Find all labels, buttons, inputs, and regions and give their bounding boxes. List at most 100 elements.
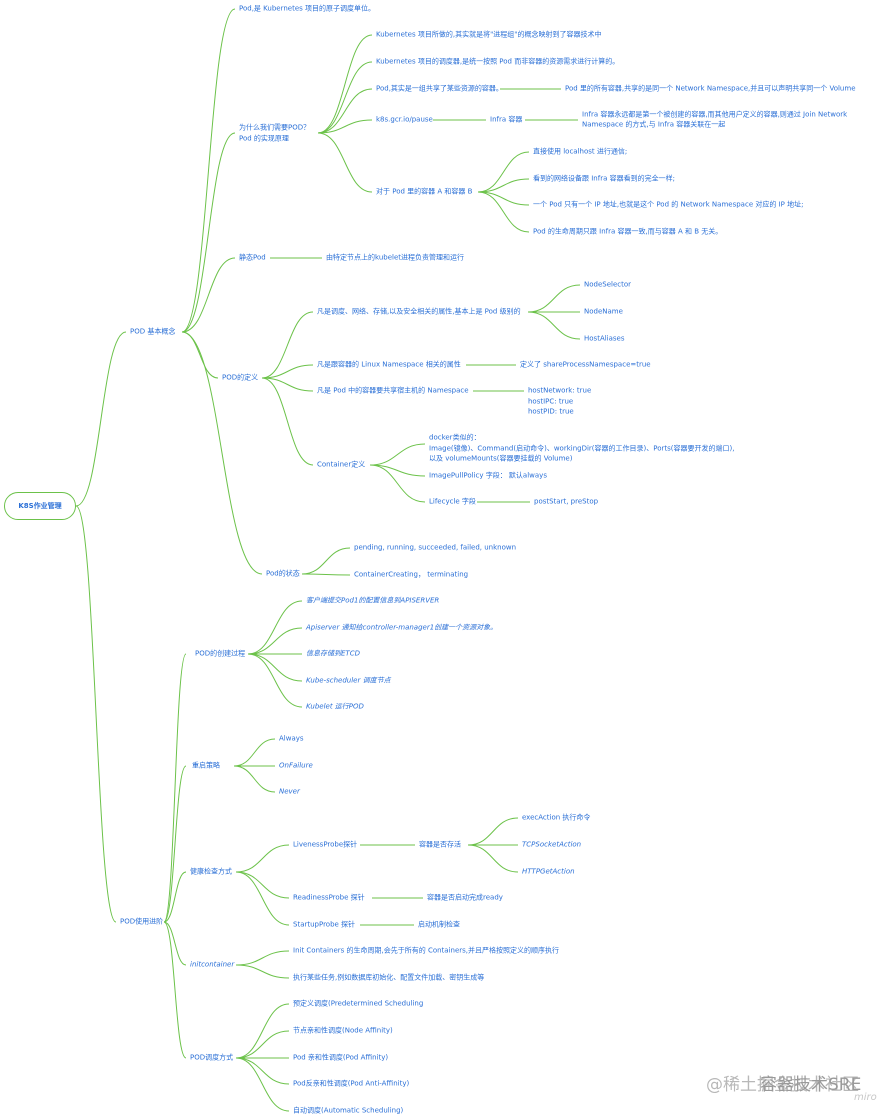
node-restart-policy[interactable]: 重启策略 [192,761,220,770]
edge-restart-2 [233,765,276,793]
node-liveness-alive[interactable]: 容器是否存活 [419,840,461,849]
node-init-i2[interactable]: 执行某些任务,例如数据库初始化、配置文件加载、密钥生成等 [293,973,485,982]
node-why-c5c[interactable]: 一个 Pod 只有一个 IP 地址,也就是这个 Pod 的 Network Na… [533,200,804,209]
node-why-c5a[interactable]: 直接使用 localhost 进行通信; [533,147,628,156]
node-startup-probe[interactable]: StartupProbe 探针 [293,920,356,929]
node-why-c4[interactable]: k8s.gcr.io/pause [376,115,433,124]
node-def-d3[interactable]: 凡是 Pod 中的容器要共享宿主机的 Namespace [317,386,469,395]
node-status-s2[interactable]: ContainerCreating， terminating [354,570,469,579]
node-def-hostaliases[interactable]: HostAliases [584,334,625,343]
node-readiness-ready[interactable]: 容器是否启动完成ready [427,893,503,902]
edge-basic-static [181,257,236,333]
edge-liveness-2 [467,844,519,873]
node-def-hostpid[interactable]: hostPID: true [528,407,574,416]
node-why-pod-l1[interactable]: 为什么我们需要POD？ [239,123,311,132]
node-container-lifecycle[interactable]: Lifecycle 字段 [429,497,476,506]
node-liveness-probe[interactable]: LivenessProbe探针 [293,840,358,849]
edge-why-c4 [317,119,373,134]
edge-def-3 [261,377,314,466]
node-why-c5b[interactable]: 看到的网络设备跟 Infra 容器看到的完全一样; [533,174,675,183]
edge-why-c3 [317,88,373,134]
node-why-c3a[interactable]: Pod 里的所有容器,共享的是同一个 Network Namespace,并且可… [565,84,856,93]
node-pod-definition[interactable]: POD的定义 [222,373,259,382]
node-sched-automatic[interactable]: 自动调度(Automatic Scheduling) [293,1106,404,1115]
edge-def-2 [261,377,314,392]
node-pod-advanced[interactable]: POD使用进阶 [120,917,164,926]
node-container-pullpolicy[interactable]: ImagePullPolicy 字段： 默认always [429,471,547,480]
edge-sched-1 [235,1030,290,1059]
node-container-docker-l1[interactable]: docker类似的： [429,433,481,442]
node-create-process[interactable]: POD的创建过程 [195,649,246,658]
node-create-step-4[interactable]: Kube-scheduler 调度节点 [306,676,391,685]
edge-c5-0 [477,151,530,193]
edge-sched-4 [235,1057,290,1112]
node-infra-desc-l2[interactable]: Namespace 的方式,与 Infra 容器关联在一起 [582,120,726,129]
edge-basic-atomic [181,8,236,333]
edge-create-3 [247,653,303,682]
edge-sched-0 [235,1003,290,1059]
node-def-hostnetwork[interactable]: hostNetwork: true [528,386,592,395]
node-readiness-probe[interactable]: ReadinessProbe 探针 [293,893,365,902]
node-scheduling[interactable]: POD调度方式 [190,1053,234,1062]
node-liveness-exec[interactable]: execAction 执行命令 [522,813,591,822]
node-sched-predetermined[interactable]: 预定义调度(Predetermined Scheduling [293,999,424,1008]
node-create-step-2[interactable]: Apiserver 通知给controller-manager1创建一个资源对象… [306,623,498,632]
edge-create-4 [247,653,303,708]
node-create-step-1[interactable]: 客户端提交Pod1的配置信息到APISERVER [306,596,440,605]
node-infra-container[interactable]: Infra 容器 [490,115,523,124]
node-def-d1[interactable]: 凡是调度、网络、存储,以及安全相关的属性,基本上是 Pod 级别的 [317,307,521,316]
watermark-text-2: 容器技术SRE [760,1075,862,1095]
node-sched-node-affinity[interactable]: 节点亲和性调度(Node Affinity) [293,1026,393,1035]
node-initcontainer[interactable]: initcontainer [190,960,235,969]
node-create-step-3[interactable]: 信息存储到ETCD [306,649,360,658]
node-sched-pod-affinity[interactable]: Pod 亲和性调度(Pod Affinity) [293,1053,389,1062]
node-container-lifecycle-hooks[interactable]: postStart, preStop [534,497,599,506]
node-create-step-5[interactable]: Kubelet 运行POD [306,702,364,711]
node-why-c2[interactable]: Kubernetes 项目的调度器,是统一按照 Pod 而非容器的资源需求进行计… [376,57,620,66]
node-startup-check[interactable]: 启动机制检查 [418,920,460,929]
node-sched-pod-anti-affinity[interactable]: Pod反亲和性调度(Pod Anti-Affinity) [293,1079,410,1088]
node-container-docker-l3[interactable]: 以及 volumeMounts(容器要挂载的 Volume) [429,454,573,463]
node-liveness-tcp[interactable]: TCPSocketAction [522,840,582,849]
node-pod-status[interactable]: Pod的状态 [266,569,300,578]
edge-sched-3 [235,1057,290,1085]
node-container-def[interactable]: Container定义 [317,460,366,469]
node-restart-never[interactable]: Never [279,787,300,796]
node-liveness-http[interactable]: HTTPGetAction [522,867,575,876]
root-label: K8S作业管理 [18,502,62,510]
edge-container-2 [369,464,426,503]
watermark-text: @稀土掘金技术社区 [706,1075,859,1095]
node-restart-onfailure[interactable]: OnFailure [279,761,313,770]
node-def-hostipc[interactable]: hostIPC: true [528,397,574,406]
edge-why-c1 [317,34,373,134]
edge-root-advanced [75,505,117,923]
node-restart-always[interactable]: Always [279,734,304,743]
root-node[interactable]: K8S作业管理 [4,492,76,520]
edge-status-s1 [301,547,351,575]
edge-health-1 [235,871,290,899]
node-def-nodename[interactable]: NodeName [584,307,623,316]
node-static-pod-desc[interactable]: 由特定节点上的kubelet进程负责管理和运行 [326,253,465,262]
node-pod-basic[interactable]: POD 基本概念 [130,327,176,336]
node-pod-atomic[interactable]: Pod,是 Kubernetes 项目的原子调度单位。 [239,4,375,13]
node-why-c3[interactable]: Pod,其实是一组共享了某些资源的容器。 [376,84,503,93]
edge-liveness-0 [467,817,519,846]
node-static-pod[interactable]: 静态Pod [239,253,266,262]
node-def-share-process[interactable]: 定义了 shareProcessNamespace=true [520,360,651,369]
node-container-docker-l2[interactable]: Image(镜像)、Command(启动命令)、workingDir(容器的工作… [429,444,735,453]
node-def-d2[interactable]: 凡是跟容器的 Linux Namespace 相关的属性 [317,360,461,369]
node-status-s1[interactable]: pending, running, succeeded, failed, unk… [354,543,517,552]
node-why-pod-l2[interactable]: Pod 的实现原理 [239,134,289,143]
node-health-check[interactable]: 健康检查方式 [190,867,232,876]
node-why-c1[interactable]: Kubernetes 项目所做的,其实就是将"进程组"的概念映射到了容器技术中 [376,30,602,39]
node-def-nodeselector[interactable]: NodeSelector [584,280,632,289]
edge-basic-why [181,132,236,333]
edge-health-2 [235,871,290,926]
node-why-c5[interactable]: 对于 Pod 里的容器 A 和容器 B [376,187,473,196]
edge-def-0 [261,311,314,379]
node-why-c5d[interactable]: Pod 的生命周期只跟 Infra 容器一致,而与容器 A 和 B 无关。 [533,227,723,236]
edge-root-basic [75,331,127,507]
node-init-i1[interactable]: Init Containers 的生命周期,会先于所有的 Containers,… [293,946,560,955]
node-infra-desc-l1[interactable]: Infra 容器永远都是第一个被创建的容器,而其他用户定义的容器,则通过 Joi… [582,110,848,119]
edge-d1-2 [527,311,581,340]
